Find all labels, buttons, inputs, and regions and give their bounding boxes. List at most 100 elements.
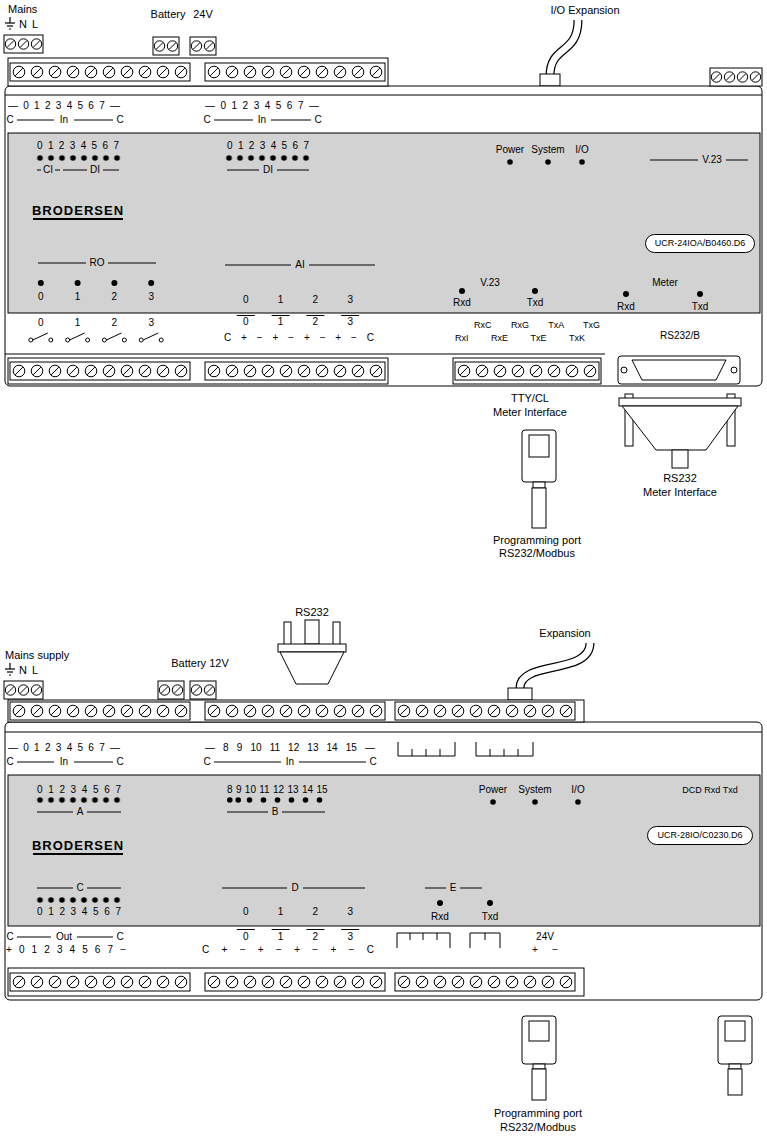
jumper-bracket xyxy=(485,933,486,940)
terminal-block xyxy=(205,702,385,720)
led xyxy=(303,797,309,803)
label-text: DI xyxy=(90,165,100,175)
led xyxy=(227,797,233,803)
panel-rules xyxy=(63,170,87,171)
led-row xyxy=(224,154,312,162)
label-text: L xyxy=(32,665,38,676)
model-badge: UCR-28IO/C0230.D6 xyxy=(647,826,752,845)
panel-rules xyxy=(37,812,73,813)
jumper-bracket xyxy=(470,933,500,948)
db9-socket xyxy=(731,367,737,373)
led xyxy=(227,797,581,906)
rj-plug xyxy=(522,430,556,482)
led xyxy=(38,280,44,286)
model-badge: UCR-24IOA/B0460.D6 xyxy=(645,234,756,253)
terminal-strip xyxy=(8,358,388,384)
label-text: C xyxy=(6,757,13,767)
panel-rules xyxy=(425,888,446,889)
label-text: Battery 12V xyxy=(171,658,228,669)
terminal-strip xyxy=(453,358,601,384)
jumper-bracket xyxy=(437,933,438,940)
led xyxy=(532,799,538,805)
panel-rules xyxy=(103,170,119,171)
label-rules xyxy=(299,762,366,763)
label-text: DI xyxy=(263,165,273,175)
label-text: 8 9 10 11 12 13 14 15 xyxy=(227,785,328,795)
rj-plug xyxy=(533,482,545,488)
panel-rules xyxy=(38,263,86,264)
panel-rules xyxy=(87,812,121,813)
terminal-block xyxy=(205,362,385,380)
supply-terminals xyxy=(190,37,216,55)
channel-bar xyxy=(341,929,359,930)
channel-bar xyxy=(272,929,290,930)
label-text: 24V xyxy=(536,932,554,942)
ground-symbol xyxy=(9,17,10,23)
label-text: CI xyxy=(43,165,53,175)
label-text: Out xyxy=(56,932,72,942)
label-text: C xyxy=(314,115,321,125)
panel-rules xyxy=(460,888,482,889)
channel-bar xyxy=(237,315,255,316)
relay-contact-symbol xyxy=(70,333,85,340)
label-rules xyxy=(17,937,51,938)
relay-contact-symbol xyxy=(29,338,33,342)
channel-bar xyxy=(272,315,290,316)
label-text: V.23 xyxy=(702,155,722,165)
led xyxy=(317,797,323,803)
led xyxy=(148,280,154,286)
jumper-bracket xyxy=(490,749,491,756)
channel-bar xyxy=(306,929,324,930)
ground-symbol xyxy=(5,668,15,669)
label-text: Txd xyxy=(527,298,544,308)
jumper-bracket xyxy=(412,749,413,756)
terminal-block xyxy=(10,702,190,720)
db9-socket xyxy=(632,360,726,380)
ground-symbol xyxy=(5,17,15,29)
led xyxy=(579,159,585,165)
terminal-strip xyxy=(8,700,584,722)
rj-plug xyxy=(728,1069,742,1095)
relay-contact-symbol xyxy=(102,338,106,342)
led-row xyxy=(35,896,123,904)
panel-rules xyxy=(650,160,698,161)
label-text: Txd xyxy=(482,912,499,922)
label-text: RS232 xyxy=(295,607,329,618)
terminal-block xyxy=(205,973,385,991)
terminal-block xyxy=(395,702,575,720)
channel-bar xyxy=(237,929,255,930)
led xyxy=(507,159,513,165)
panel-rules xyxy=(309,265,375,266)
terminal-block xyxy=(10,973,190,991)
terminal-block xyxy=(10,362,190,380)
label-text: Power xyxy=(479,785,507,795)
relay-contact-symbol xyxy=(86,338,90,342)
label-rules xyxy=(74,120,113,121)
battery-terminals xyxy=(153,37,179,55)
terminal-block xyxy=(455,362,599,380)
label-text: 0 1 2 3 4 5 6 7 xyxy=(227,141,309,151)
led-row xyxy=(35,896,123,904)
label-text: In xyxy=(60,757,68,767)
label-text: RxC RxG TxA TxG xyxy=(474,321,600,330)
expansion-cable xyxy=(520,643,590,688)
terminal-block xyxy=(710,68,762,86)
led xyxy=(111,280,117,286)
label-text: C xyxy=(203,115,210,125)
terminal-block xyxy=(10,63,190,81)
label-text: RS232/B xyxy=(660,331,700,341)
label-rules xyxy=(214,762,281,763)
ground-symbol xyxy=(5,663,15,675)
label-rules xyxy=(17,762,54,763)
ground-symbol xyxy=(9,674,11,675)
label-text: Meter Interface xyxy=(493,407,567,418)
label-text: C + − + − + − + − C xyxy=(202,945,374,955)
label-text: In xyxy=(60,115,68,125)
label-text: Rxd xyxy=(431,912,449,922)
label-text: — 8 9 10 11 12 13 14 15 — xyxy=(205,743,375,753)
panel-rules xyxy=(227,812,268,813)
led-row xyxy=(35,154,123,162)
label-text: C xyxy=(6,932,13,942)
label-text: 0 1 2 3 xyxy=(243,932,353,942)
